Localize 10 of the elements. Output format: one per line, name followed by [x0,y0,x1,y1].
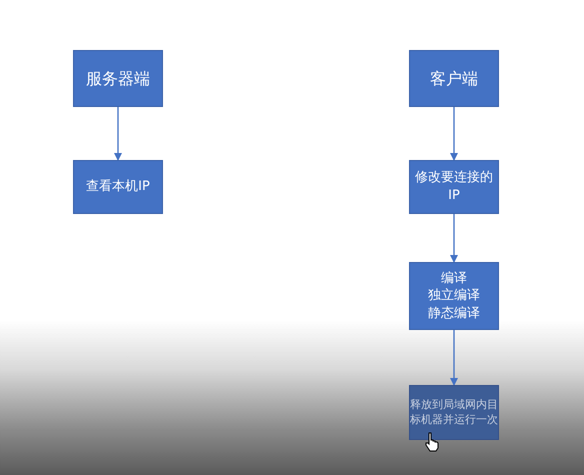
process-box: 修改要连接的IP [409,160,499,214]
arrow [114,107,122,161]
arrow [450,330,458,386]
process-box: 编译 独立编译 静态编译 [409,262,499,330]
arrow [450,107,458,161]
process-box: 释放到局域网内目标机器并运行一次 [409,385,499,440]
process-box: 查看本机IP [73,160,163,214]
arrow [450,214,458,263]
process-box: 客户端 [409,50,499,107]
process-box: 服务器端 [73,50,163,107]
